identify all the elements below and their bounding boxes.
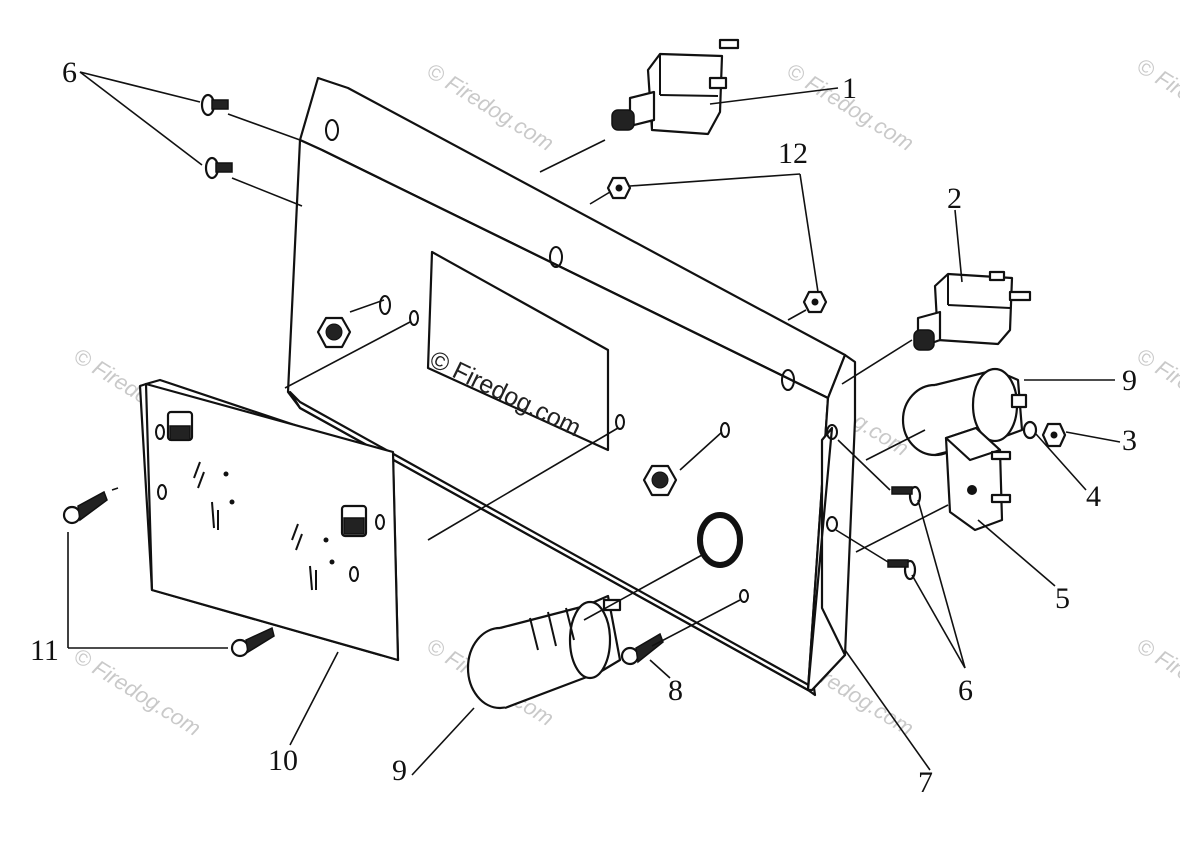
label-1: 1 [842,72,857,105]
label-9-right: 9 [1122,364,1137,397]
screw-part-6-top [200,93,229,117]
nut-part-12-b [802,290,828,314]
cover-plate-part-10 [138,378,400,662]
panel-hole [549,246,563,268]
fuse-holder-lower [466,594,622,710]
panel-hole [325,119,339,141]
part-labels: 6 1 12 2 9 3 4 5 6 7 8 9 10 11 [30,56,1137,799]
panel-hole [409,310,419,326]
screw-part-6-right-lower [887,559,917,581]
main-panel [286,76,857,697]
label-6-right: 6 [958,674,973,707]
label-11: 11 [30,634,59,667]
bridge-part-5 [944,426,1012,532]
panel-hole [720,422,730,438]
label-5: 5 [1055,582,1070,615]
label-3: 3 [1122,424,1137,457]
label-6-top: 6 [62,56,77,89]
screw-part-6-right-upper [891,485,922,507]
switch-part-1 [611,38,740,136]
panel-hole [739,589,749,603]
screw-part-6-middle [204,156,233,180]
watermark: © Firedog.com [1132,53,1180,151]
label-8: 8 [668,674,683,707]
label-7: 7 [918,766,933,799]
watermark: © Firedog.com [1132,343,1180,441]
panel-hole [781,369,795,391]
label-10: 10 [268,744,298,777]
leader-lines [67,71,1121,776]
label-2: 2 [947,182,962,215]
nut-part-12-a [606,176,632,200]
panel-hole [826,424,838,440]
panel-hole [379,295,391,315]
label-4: 4 [1086,480,1101,513]
washer-part-4 [1022,420,1038,440]
watermark: © Firedog.com [69,643,205,741]
watermark: © Firedog.com [1132,633,1180,731]
label-12: 12 [778,137,808,170]
screw-part-11-lower [230,626,275,658]
switch-part-2 [913,270,1032,351]
grommet-ring [697,512,743,568]
panel-nut-left [316,316,352,349]
panel-nut-right [642,464,678,497]
screw-part-11-upper [62,490,108,525]
label-9-bottom: 9 [392,754,407,787]
panel-side-face [806,426,847,692]
nut-part-3 [1041,422,1067,448]
screw-part-8 [620,632,664,666]
panel-hole [826,516,838,532]
panel-hole [615,414,625,430]
display-window [426,250,610,452]
